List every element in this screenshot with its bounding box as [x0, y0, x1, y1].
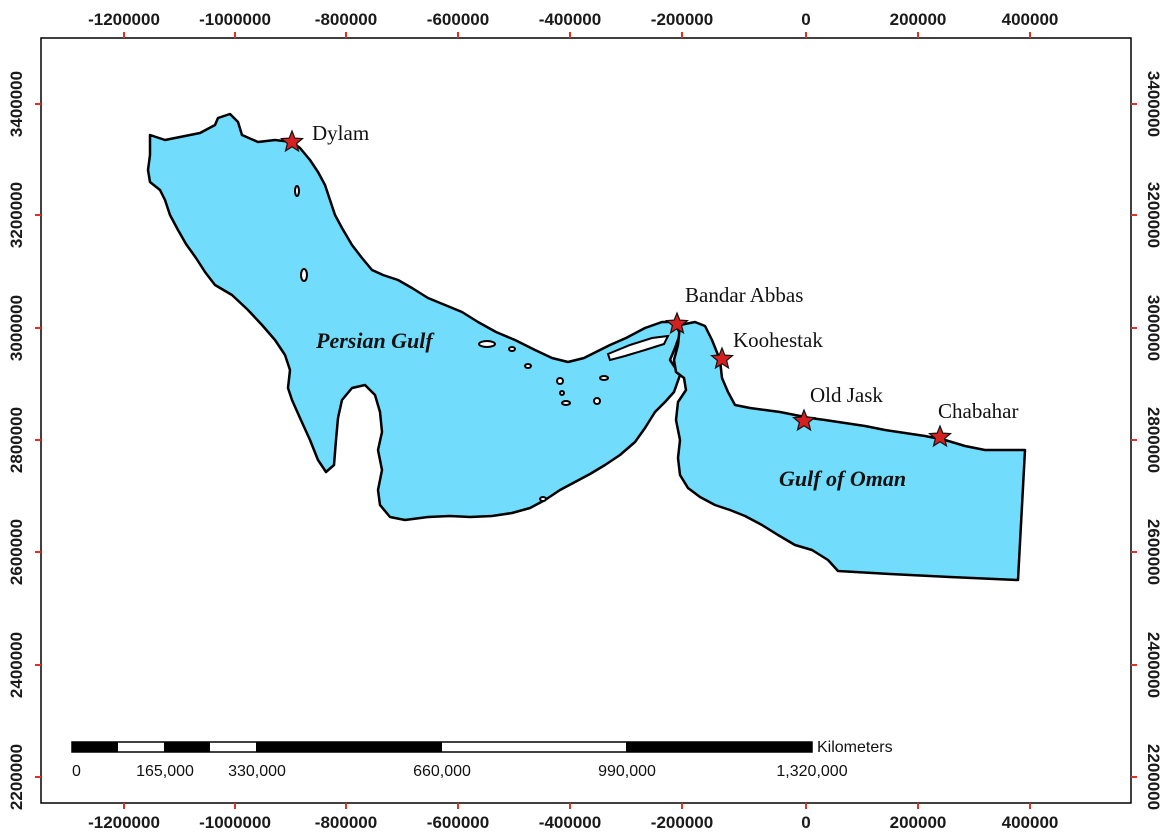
- star-icon: [279, 129, 305, 153]
- y-tick-label-right: 2400000: [1144, 632, 1161, 698]
- persian-gulf-water: [146, 112, 682, 522]
- x-tick-label-bottom: -1000000: [199, 813, 271, 832]
- scale-bar-unit: Kilometers: [817, 739, 893, 756]
- y-tick-label-left: 3000000: [7, 295, 26, 361]
- place-label: Dylam: [312, 121, 369, 145]
- x-tick-label-top: 200000: [890, 10, 947, 29]
- place-label: Koohestak: [733, 328, 823, 352]
- place-label: Chabahar: [938, 399, 1018, 423]
- y-tick-label-left: 3200000: [7, 182, 26, 248]
- y-tick-label-right: 2200000: [1144, 744, 1161, 810]
- scale-bar-label: 165,000: [136, 763, 194, 780]
- x-tick-label-top: -800000: [315, 10, 377, 29]
- qeshm-island: [606, 334, 670, 362]
- x-tick-label-bottom: 0: [801, 813, 810, 832]
- x-tick-label-top: -1200000: [88, 10, 160, 29]
- scale-bar-label: 330,000: [228, 763, 286, 780]
- x-tick-label-bottom: -400000: [539, 813, 601, 832]
- x-tick-label-top: -200000: [651, 10, 713, 29]
- x-tick-label-bottom: -800000: [315, 813, 377, 832]
- x-tick-label-bottom: 400000: [1002, 813, 1059, 832]
- persian-gulf-label: Persian Gulf: [315, 328, 435, 353]
- scale-bar-segment: [626, 742, 812, 752]
- star-icon: [664, 311, 690, 335]
- y-tick-label-right: 2600000: [1144, 519, 1161, 585]
- star-icon: [709, 346, 735, 370]
- place-label: Old Jask: [810, 383, 883, 407]
- x-tick-label-bottom: -1200000: [88, 813, 160, 832]
- small-islands: [294, 185, 609, 502]
- x-tick-label-bottom: -600000: [427, 813, 489, 832]
- y-tick-label-right: 3400000: [1144, 71, 1161, 137]
- star-icon: [927, 424, 953, 448]
- tick-marks: [35, 32, 1137, 809]
- scale-bar: Kilometers 0 165,000 330,000 660,000 990,000…: [71, 739, 893, 780]
- y-tick-label-right: 3000000: [1144, 295, 1161, 361]
- x-tick-label-top: -400000: [539, 10, 601, 29]
- scale-bar-segment: [72, 742, 118, 752]
- y-tick-label-right: 2800000: [1144, 407, 1161, 473]
- y-tick-label-left: 2400000: [7, 632, 26, 698]
- place-label: Bandar Abbas: [685, 283, 803, 307]
- scale-bar-label: 0: [72, 763, 81, 780]
- y-tick-label-left: 2600000: [7, 519, 26, 585]
- gulf-of-oman-label: Gulf of Oman: [779, 466, 906, 491]
- scale-bar-segment: [164, 742, 210, 752]
- tick-labels: -1200000 -1200000 -1000000 -1000000 -800000 -…: [7, 10, 1161, 832]
- gulf-of-oman-water: [672, 320, 1027, 582]
- y-tick-label-left: 2200000: [7, 744, 26, 810]
- x-tick-label-top: -600000: [427, 10, 489, 29]
- scale-bar-label: 660,000: [413, 763, 471, 780]
- scale-bar-label: 990,000: [598, 763, 656, 780]
- scale-bar-label: 1,320,000: [776, 763, 847, 780]
- x-tick-label-top: 400000: [1002, 10, 1059, 29]
- star-icon: [791, 408, 817, 432]
- y-tick-label-left: 2800000: [7, 407, 26, 473]
- y-tick-label-right: 3200000: [1144, 182, 1161, 248]
- x-tick-label-bottom: -200000: [651, 813, 713, 832]
- x-tick-label-top: 0: [801, 10, 810, 29]
- scale-bar-labels: 0 165,000 330,000 660,000 990,000 1,320,000: [72, 763, 848, 780]
- scale-bar-segment: [256, 742, 442, 752]
- x-tick-label-top: -1000000: [199, 10, 271, 29]
- y-tick-label-left: 3400000: [7, 71, 26, 137]
- x-tick-label-bottom: 200000: [890, 813, 947, 832]
